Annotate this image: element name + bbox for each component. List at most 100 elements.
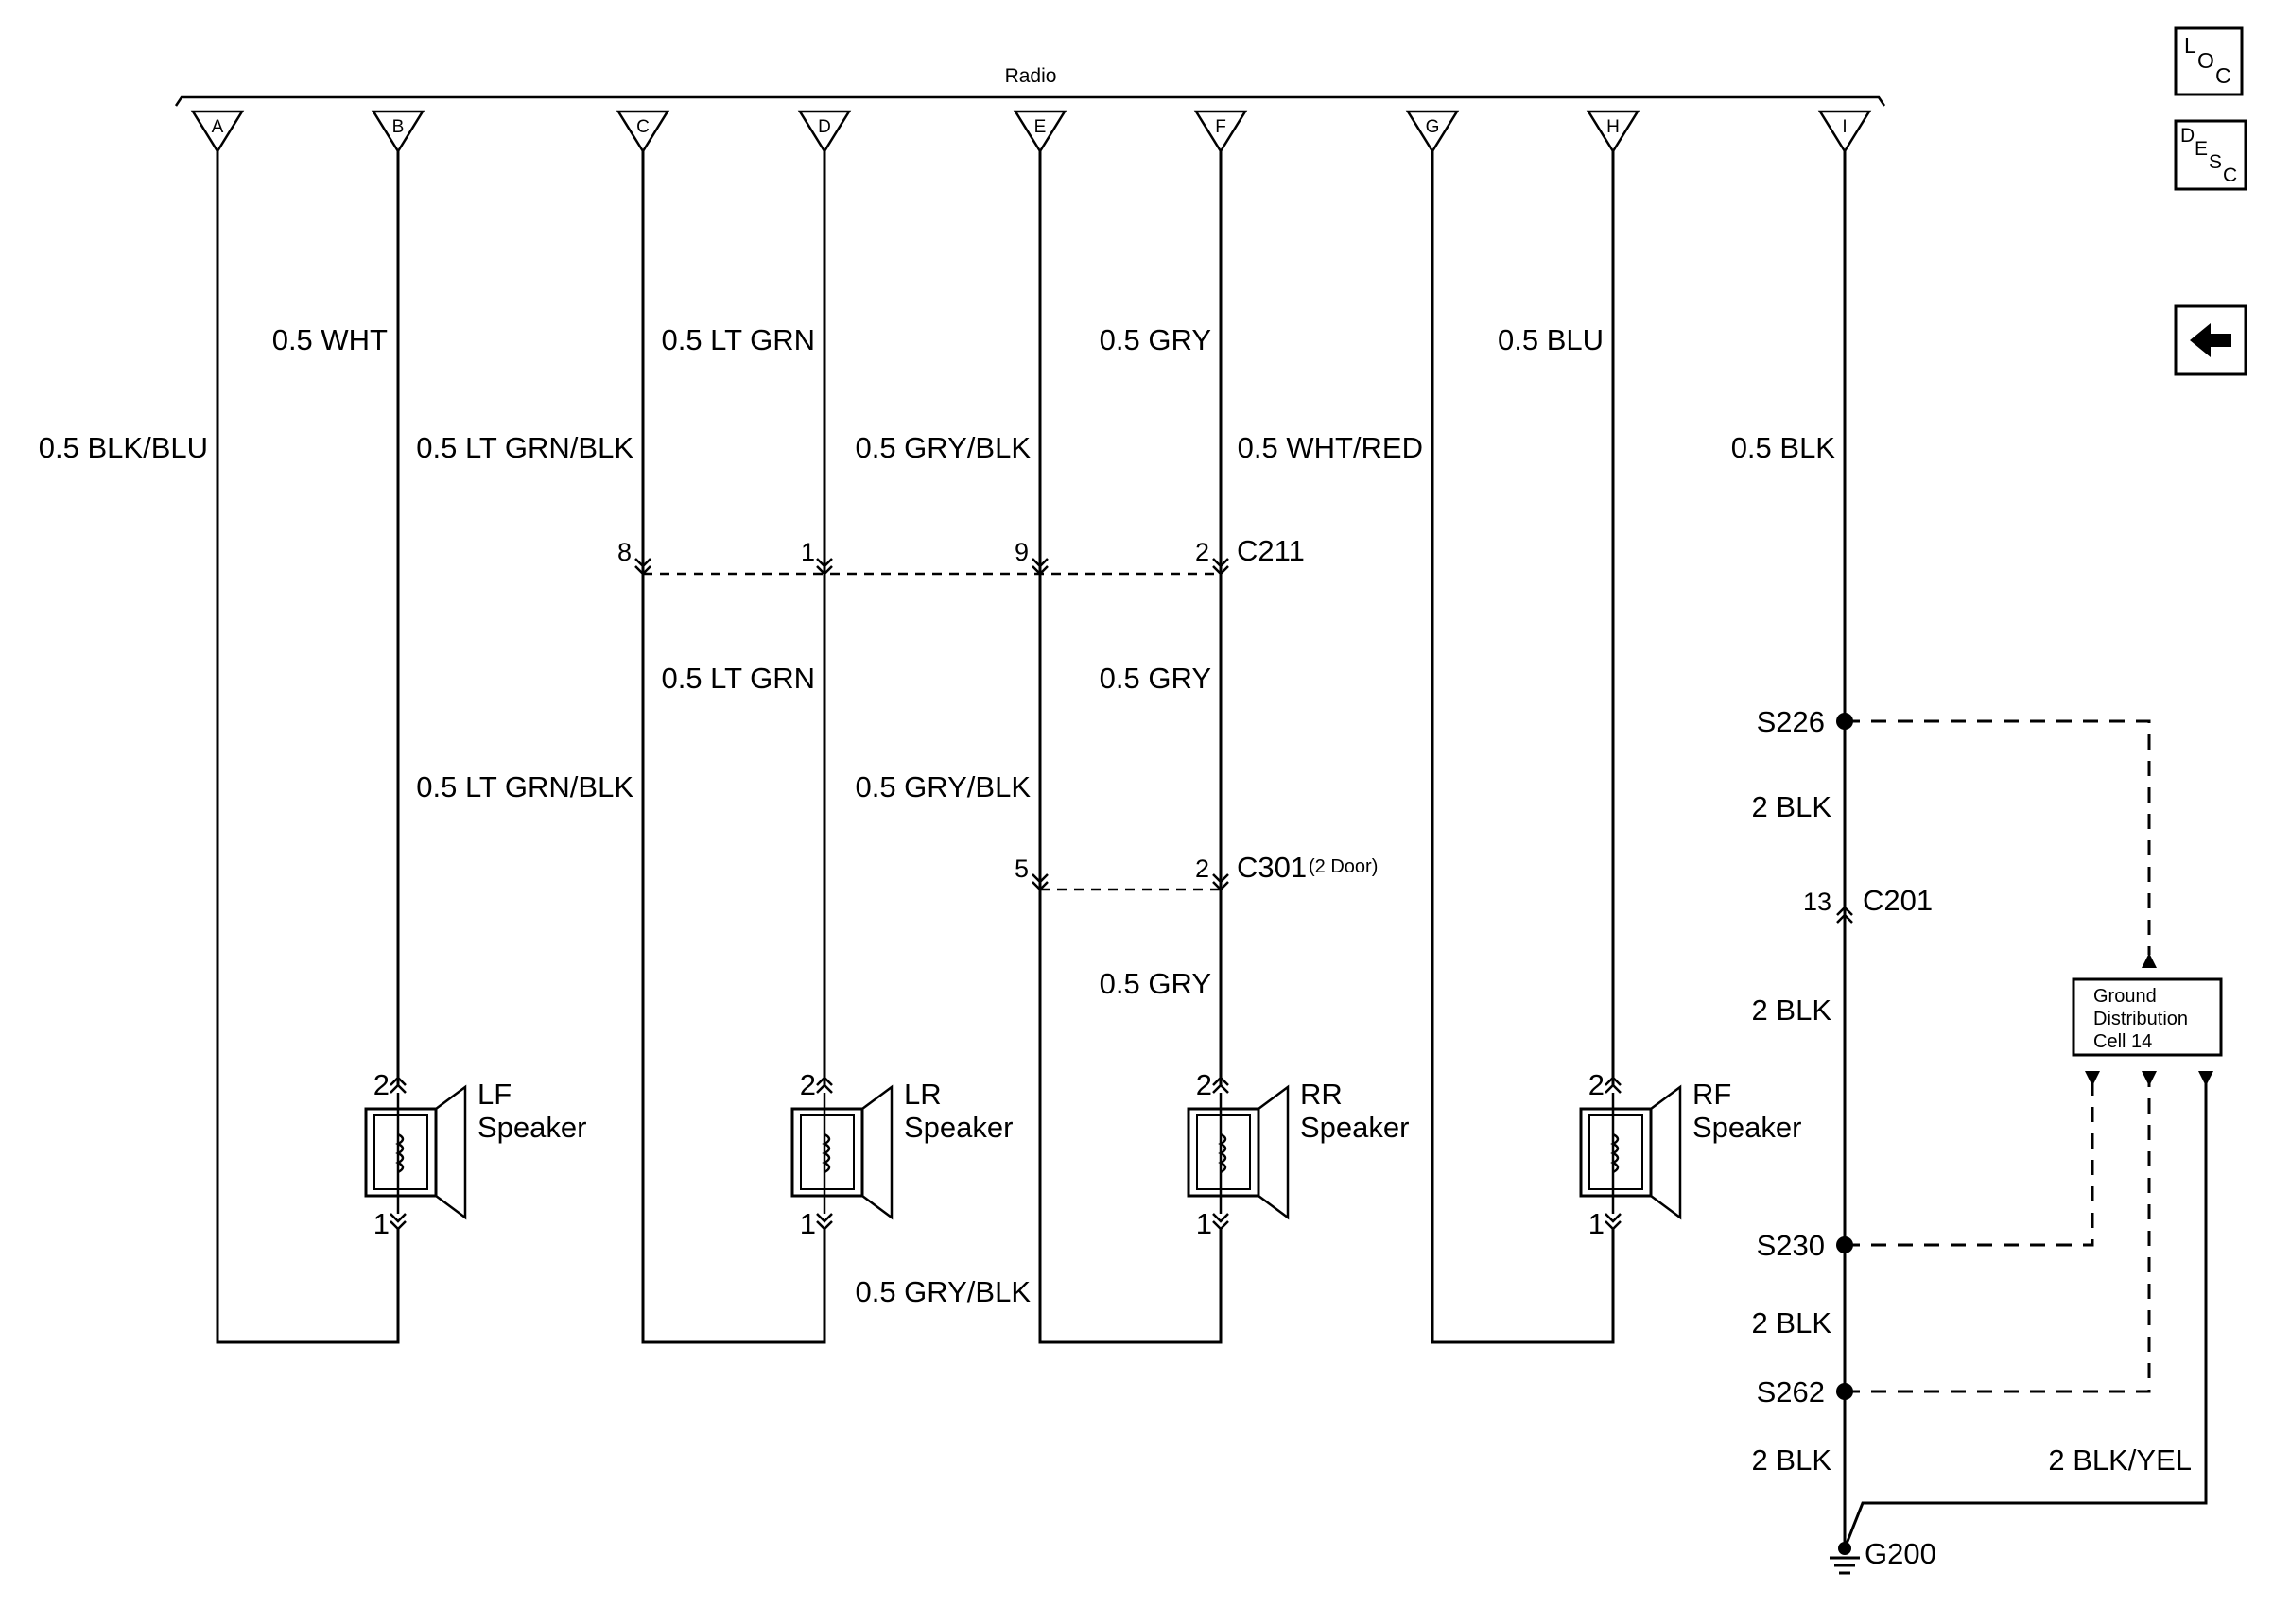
left-arrow-icon xyxy=(2190,323,2231,357)
c211-pin-mark xyxy=(1212,558,1229,576)
svg-text:1: 1 xyxy=(800,1207,816,1240)
ground-distribution-label: Cell 14 xyxy=(2093,1031,2152,1052)
speaker-name: LR xyxy=(904,1078,942,1111)
wire-label: 0.5 LT GRN/BLK xyxy=(416,431,633,464)
pin-a: A xyxy=(190,110,245,154)
wire-label: 0.5 GRY xyxy=(1100,662,1211,695)
pin-e: E xyxy=(1013,110,1067,154)
desc-button[interactable]: D E S C xyxy=(2174,119,2247,191)
wire-label: 0.5 GRY xyxy=(1100,967,1211,1000)
c201-name: C201 xyxy=(1863,884,1933,917)
c211-pin-mark xyxy=(1032,558,1049,576)
wire-label: 0.5 GRY/BLK xyxy=(855,770,1031,803)
speaker-rf: 2 1 RF Speaker xyxy=(1579,1068,1801,1240)
ground-distribution-label: Ground xyxy=(2093,986,2157,1007)
dashed-link-s262 xyxy=(1845,1082,2151,1393)
c211-pin-number: 9 xyxy=(1015,538,1029,566)
c201-pin-number: 13 xyxy=(1803,888,1831,916)
speaker-lr: 2 1 LR Speaker xyxy=(790,1068,1013,1240)
c301-name: C301 xyxy=(1237,851,1307,884)
speaker-name: Speaker xyxy=(477,1111,586,1144)
wire-label: 0.5 BLK/BLU xyxy=(39,431,208,464)
down-arrow-icon xyxy=(2198,1071,2213,1086)
speaker-name: LF xyxy=(477,1078,512,1111)
svg-text:E: E xyxy=(1034,117,1047,137)
wire-labels: 0.5 WHT 0.5 LT GRN 0.5 GRY 0.5 BLU 0.5 B… xyxy=(39,323,1836,1308)
c201-pin-mark xyxy=(1836,906,1853,924)
c211-pin-number: 2 xyxy=(1195,538,1209,566)
svg-text:1: 1 xyxy=(1196,1207,1212,1240)
wire-label: 2 BLK xyxy=(1752,1443,1832,1477)
svg-text:2: 2 xyxy=(1588,1068,1605,1101)
speaker-name: RR xyxy=(1300,1078,1343,1111)
wire-label: 2 BLK/YEL xyxy=(2048,1443,2192,1477)
radio-title: Radio xyxy=(1005,65,1057,87)
svg-text:G: G xyxy=(1426,117,1440,137)
pin-g: G xyxy=(1405,110,1460,154)
c301-pin-mark xyxy=(1212,873,1229,891)
back-button[interactable] xyxy=(2174,304,2247,376)
c301-note: (2 Door) xyxy=(1309,856,1378,877)
ground-icon xyxy=(1830,1542,1860,1575)
wire-blk-yel xyxy=(1843,1082,2208,1549)
pin-b: B xyxy=(371,110,425,154)
speaker-name: Speaker xyxy=(1692,1111,1801,1144)
c301-pin-number: 5 xyxy=(1015,855,1029,883)
c301-pin-number: 2 xyxy=(1195,855,1209,883)
wire-label: 0.5 LT GRN xyxy=(661,662,815,695)
svg-text:A: A xyxy=(212,117,224,137)
ground-distribution-label: Distribution xyxy=(2093,1009,2188,1029)
c211-pin-mark xyxy=(816,558,833,576)
dashed-link-s226 xyxy=(1845,719,2151,955)
c211-pin-number: 8 xyxy=(617,538,632,566)
dashed-link-s230 xyxy=(1845,1082,2094,1247)
wire-e-rr xyxy=(1038,151,1223,1344)
svg-text:S230: S230 xyxy=(1757,1229,1825,1262)
down-arrow-icon xyxy=(2085,1071,2100,1086)
svg-text:D: D xyxy=(2180,125,2195,147)
ground-circuit: S226 S230 S262 2 BLK 2 BLK 2 BLK 2 BLK 1… xyxy=(1752,705,2223,1575)
wire-label: 0.5 WHT/RED xyxy=(1238,431,1423,464)
wire-label: 0.5 BLK xyxy=(1731,431,1836,464)
speaker-name: Speaker xyxy=(1300,1111,1409,1144)
ground-point-label: G200 xyxy=(1865,1537,1936,1570)
svg-text:S262: S262 xyxy=(1757,1375,1825,1408)
radio-component: Radio xyxy=(174,65,1886,107)
svg-text:D: D xyxy=(818,117,831,137)
wire-label: 0.5 GRY/BLK xyxy=(855,1275,1031,1308)
svg-text:L: L xyxy=(2184,33,2196,58)
loc-button[interactable]: L O C xyxy=(2174,26,2244,96)
c211-name: C211 xyxy=(1237,534,1305,567)
c301-pin-mark xyxy=(1032,873,1049,891)
speaker-name: Speaker xyxy=(904,1111,1013,1144)
svg-text:B: B xyxy=(392,117,405,137)
pin-c: C xyxy=(616,110,670,154)
svg-text:I: I xyxy=(1842,117,1847,137)
svg-text:O: O xyxy=(2197,48,2214,73)
pin-d: D xyxy=(797,110,852,154)
svg-text:H: H xyxy=(1606,117,1620,137)
pin-h: H xyxy=(1586,110,1640,154)
c211-pin-number: 1 xyxy=(801,538,815,566)
svg-text:1: 1 xyxy=(1588,1207,1605,1240)
svg-text:E: E xyxy=(2195,138,2208,160)
radio-bracket xyxy=(174,95,1886,107)
radio-pins: A B C D E F G H I xyxy=(190,110,1872,154)
pin-i: I xyxy=(1817,110,1872,154)
down-arrow-icon xyxy=(2142,1071,2157,1086)
wire-c-lr xyxy=(641,151,826,1344)
pin-f: F xyxy=(1193,110,1248,154)
svg-text:F: F xyxy=(1215,117,1226,137)
svg-text:2: 2 xyxy=(373,1068,390,1101)
svg-text:1: 1 xyxy=(373,1207,390,1240)
svg-text:2: 2 xyxy=(1196,1068,1212,1101)
wire-label: 2 BLK xyxy=(1752,993,1832,1027)
wire-label: 0.5 LT GRN xyxy=(661,323,815,356)
wire-label: 2 BLK xyxy=(1752,790,1832,823)
speaker-name: RF xyxy=(1692,1078,1731,1111)
wires xyxy=(216,151,1847,1548)
ground-distribution-box[interactable] xyxy=(2072,977,2223,1057)
svg-text:S226: S226 xyxy=(1757,705,1825,738)
svg-text:C: C xyxy=(2223,164,2237,186)
